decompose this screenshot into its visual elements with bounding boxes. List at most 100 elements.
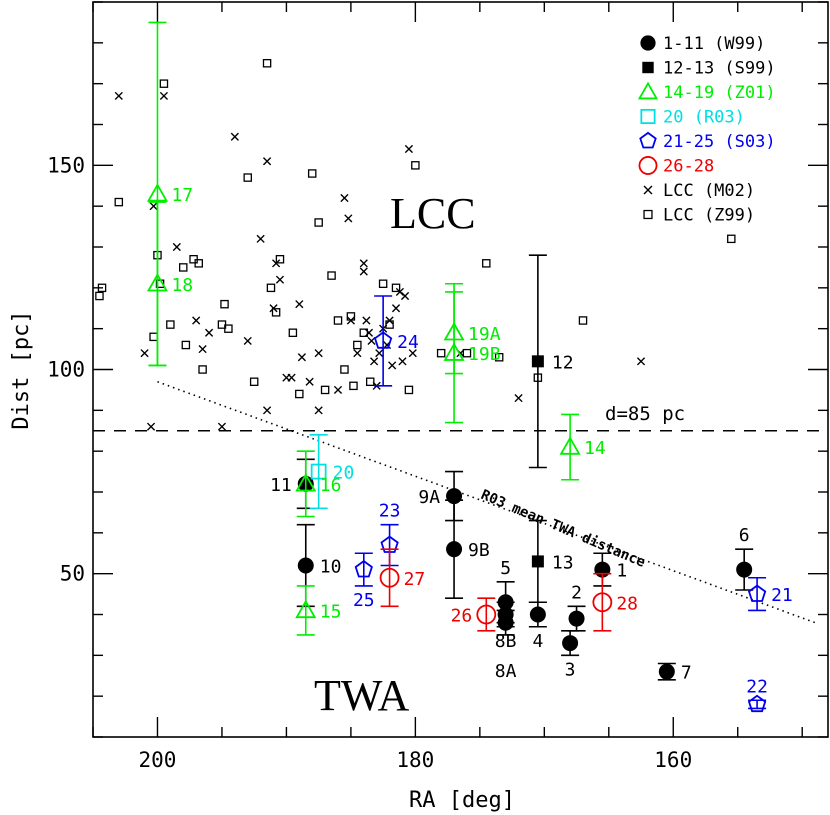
cross-stroke bbox=[391, 304, 401, 313]
legend-marker bbox=[643, 209, 653, 220]
star-label-17: 17 bbox=[171, 185, 193, 206]
legend-marker bbox=[642, 61, 654, 74]
twa-s03-point bbox=[354, 559, 373, 578]
lcc-m02-point bbox=[408, 349, 417, 358]
cross-stroke bbox=[398, 357, 407, 366]
error-bar bbox=[380, 548, 399, 608]
legend-label: 1-11 (W99) bbox=[663, 34, 765, 54]
legend-item-z01: 14-19 (Z01) bbox=[637, 81, 776, 103]
lcc-m02-point bbox=[262, 406, 272, 415]
lcc-z99-point bbox=[462, 348, 472, 358]
star-label-6: 6 bbox=[739, 525, 750, 546]
legend-item-r03: 20 (R03) bbox=[640, 108, 745, 128]
lcc-z99-point bbox=[243, 173, 252, 182]
twa-s99-point bbox=[531, 555, 544, 568]
star-label-13: 13 bbox=[552, 552, 574, 573]
cross-stroke bbox=[262, 406, 272, 415]
cross-stroke bbox=[314, 406, 323, 415]
lcc-m02-point bbox=[217, 422, 227, 431]
cross-stroke bbox=[146, 422, 156, 431]
lcc-z99-point bbox=[194, 259, 203, 268]
star-label-4: 4 bbox=[532, 631, 543, 652]
twa-new-point bbox=[379, 567, 400, 588]
star-label-11: 11 bbox=[270, 475, 292, 496]
lcc-m02-point bbox=[514, 393, 523, 403]
star-label-3: 3 bbox=[565, 659, 576, 680]
lcc-m02-point bbox=[340, 193, 349, 203]
twa-w99-point bbox=[568, 610, 585, 627]
lcc-z99-point bbox=[578, 316, 588, 325]
twa-z01-point bbox=[295, 599, 317, 619]
lcc-m02-point bbox=[230, 132, 239, 141]
lcc-z99-point bbox=[307, 169, 317, 178]
cross-stroke bbox=[367, 336, 376, 346]
star-label-19B: 19B bbox=[468, 344, 501, 365]
lcc-z99-point bbox=[288, 328, 298, 337]
lcc-m02-point bbox=[198, 344, 207, 354]
legend-item-w99: 1-11 (W99) bbox=[640, 34, 765, 54]
cross-stroke bbox=[192, 316, 201, 325]
cross-stroke bbox=[295, 300, 304, 309]
twa-w99-point bbox=[658, 663, 675, 680]
lcc-z99-point bbox=[365, 377, 375, 386]
legend-label: 21-25 (S03) bbox=[663, 132, 776, 152]
twa-w99-point bbox=[297, 557, 314, 574]
twa-z01-point bbox=[146, 272, 169, 292]
cross-stroke bbox=[287, 373, 296, 382]
lcc-m02-point bbox=[333, 385, 343, 395]
error-bar bbox=[561, 413, 580, 481]
lcc-m02-point bbox=[398, 357, 407, 366]
star-label-28: 28 bbox=[616, 593, 638, 614]
legend-label: LCC (Z99) bbox=[663, 206, 755, 226]
lcc-z99-point bbox=[295, 389, 304, 399]
lcc-m02-point bbox=[359, 267, 368, 276]
star-label-14: 14 bbox=[584, 438, 606, 459]
star-label-26: 26 bbox=[451, 606, 473, 627]
cross-stroke bbox=[359, 267, 368, 276]
error-bar bbox=[309, 434, 328, 510]
star-label-8A: 8A bbox=[495, 661, 517, 682]
error-bar bbox=[296, 450, 315, 518]
lcc-z99-point bbox=[359, 328, 369, 337]
cross-stroke bbox=[275, 275, 285, 284]
lcc-m02-point bbox=[359, 259, 368, 268]
cross-stroke bbox=[364, 328, 374, 337]
cross-stroke bbox=[262, 157, 272, 166]
lcc-m02-point bbox=[364, 328, 374, 337]
lcc-m02-point bbox=[388, 361, 397, 370]
lcc-m02-point bbox=[370, 357, 379, 366]
x-tick-label: 160 bbox=[654, 748, 692, 772]
legend-marker bbox=[637, 81, 659, 100]
lcc-m02-point bbox=[204, 328, 214, 337]
cross-stroke bbox=[400, 291, 410, 301]
legend-item-s03: 21-25 (S03) bbox=[639, 131, 776, 152]
legend-label: 20 (R03) bbox=[663, 108, 745, 128]
lcc-m02-point bbox=[275, 275, 285, 284]
cross-stroke bbox=[359, 259, 368, 268]
star-label-22: 22 bbox=[746, 676, 768, 697]
legend-label: 26-28 bbox=[663, 157, 714, 177]
lcc-m02-point bbox=[287, 373, 296, 382]
cross-stroke bbox=[204, 328, 214, 337]
lcc-m02-point bbox=[140, 349, 149, 358]
legend-item-m02: LCC (M02) bbox=[643, 181, 755, 201]
star-label-2: 2 bbox=[571, 582, 582, 603]
lcc-z99-point bbox=[349, 381, 358, 391]
lcc-z99-point bbox=[411, 161, 420, 170]
cross-stroke bbox=[643, 185, 653, 195]
twa-z01-point bbox=[559, 436, 581, 455]
lcc-z99-point bbox=[149, 332, 158, 342]
twa-z01-point bbox=[443, 342, 465, 361]
reference-lines bbox=[93, 380, 828, 624]
star-label-12: 12 bbox=[552, 352, 574, 373]
cross-stroke bbox=[217, 422, 227, 431]
twa-z01-point bbox=[146, 183, 169, 202]
lcc-z99-point bbox=[353, 340, 362, 350]
lcc-z99-point bbox=[346, 312, 356, 321]
x-tick-label: 200 bbox=[139, 748, 177, 772]
lcc-z99-point bbox=[314, 218, 323, 227]
twa-member-points bbox=[146, 21, 767, 713]
y-tick-label: 150 bbox=[47, 153, 85, 177]
twa-r03-point bbox=[310, 463, 327, 480]
star-label-16: 16 bbox=[320, 475, 342, 496]
